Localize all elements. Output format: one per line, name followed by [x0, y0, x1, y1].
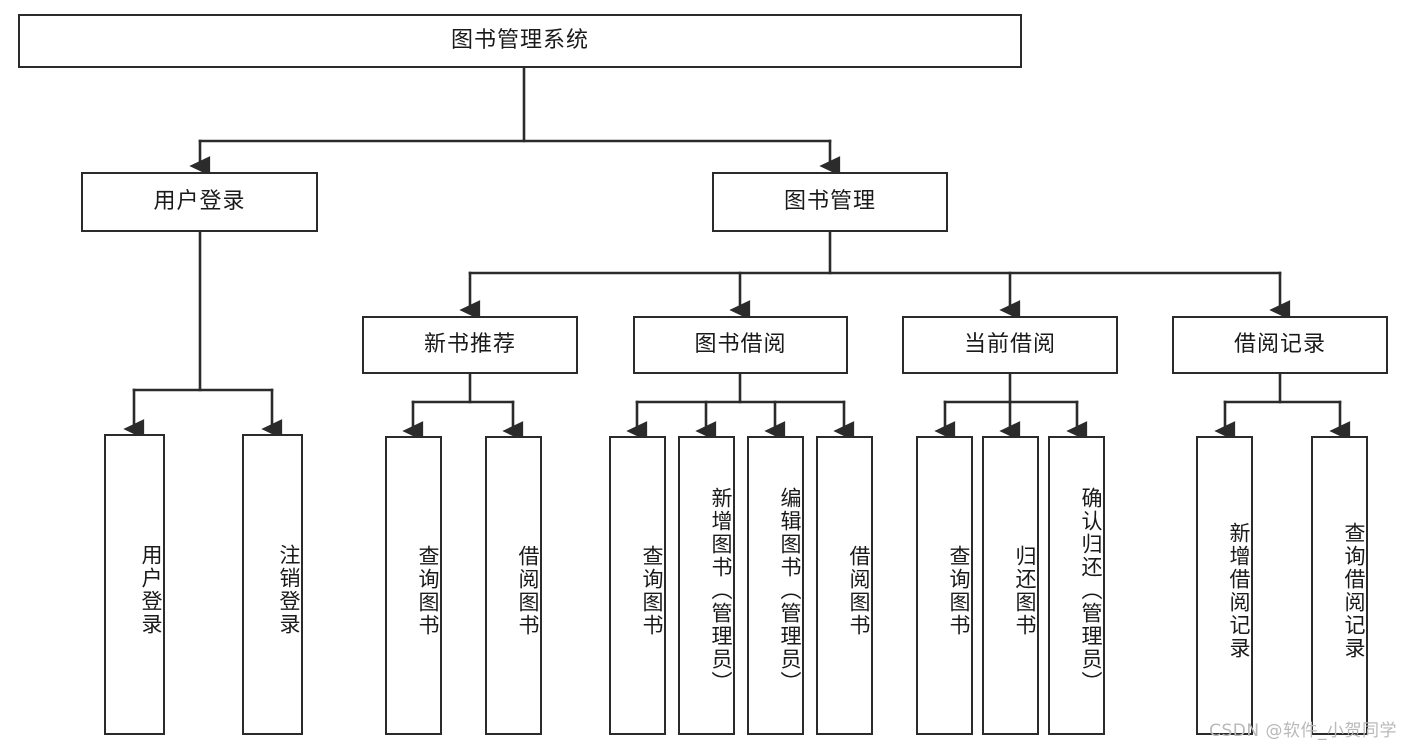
- node-book-manage-label: 图书管理: [783, 188, 876, 214]
- leaf-return-book-label: 归还图书: [1013, 544, 1037, 637]
- node-new-book-rec-label: 新书推荐: [423, 331, 516, 357]
- leaf-add-record[interactable]: 新增借阅记录: [1196, 436, 1253, 735]
- leaf-user-login-label: 用户登录: [139, 543, 163, 636]
- leaf-query-record-label: 查询借阅记录: [1342, 521, 1366, 660]
- leaf-query-book-3-label: 查询图书: [947, 544, 971, 637]
- leaf-query-book-1[interactable]: 查询图书: [385, 436, 442, 735]
- node-book-manage[interactable]: 图书管理: [712, 172, 948, 232]
- leaf-borrow-book-2-label: 借阅图书: [847, 544, 871, 637]
- csdn-watermark: CSDN @软件_小贺同学: [1209, 721, 1397, 741]
- leaf-query-record[interactable]: 查询借阅记录: [1311, 436, 1368, 735]
- leaf-borrow-book-2[interactable]: 借阅图书: [816, 436, 873, 735]
- leaf-edit-book[interactable]: 编辑图书（管理员）: [747, 436, 804, 735]
- leaf-query-book-2-label: 查询图书: [640, 544, 664, 637]
- leaf-confirm-return[interactable]: 确认归还（管理员）: [1048, 436, 1105, 735]
- node-new-book-rec[interactable]: 新书推荐: [362, 316, 578, 374]
- node-borrow-record[interactable]: 借阅记录: [1172, 316, 1388, 374]
- node-root-system[interactable]: 图书管理系统: [18, 14, 1022, 68]
- leaf-return-book[interactable]: 归还图书: [982, 436, 1039, 735]
- leaf-confirm-return-label: 确认归还（管理员）: [1079, 487, 1103, 694]
- node-user-login[interactable]: 用户登录: [81, 172, 318, 232]
- leaf-logout-login[interactable]: 注销登录: [242, 434, 303, 735]
- leaf-logout-login-label: 注销登录: [277, 543, 301, 636]
- leaf-user-login[interactable]: 用户登录: [104, 434, 165, 735]
- node-book-borrow-label: 图书借阅: [694, 331, 787, 357]
- leaf-add-book-label: 新增图书（管理员）: [709, 487, 733, 694]
- leaf-borrow-book-1[interactable]: 借阅图书: [485, 436, 542, 735]
- leaf-query-book-1-label: 查询图书: [416, 544, 440, 637]
- leaf-add-book[interactable]: 新增图书（管理员）: [678, 436, 735, 735]
- node-borrow-record-label: 借阅记录: [1233, 331, 1326, 357]
- leaf-edit-book-label: 编辑图书（管理员）: [778, 487, 802, 694]
- node-current-borrow[interactable]: 当前借阅: [902, 316, 1118, 374]
- leaf-query-book-2[interactable]: 查询图书: [609, 436, 666, 735]
- leaf-add-record-label: 新增借阅记录: [1227, 521, 1251, 660]
- node-root-system-label: 图书管理系统: [450, 27, 589, 53]
- node-current-borrow-label: 当前借阅: [963, 331, 1056, 357]
- node-user-login-label: 用户登录: [153, 188, 246, 214]
- leaf-query-book-3[interactable]: 查询图书: [916, 436, 973, 735]
- leaf-borrow-book-1-label: 借阅图书: [516, 544, 540, 637]
- node-book-borrow[interactable]: 图书借阅: [633, 316, 848, 374]
